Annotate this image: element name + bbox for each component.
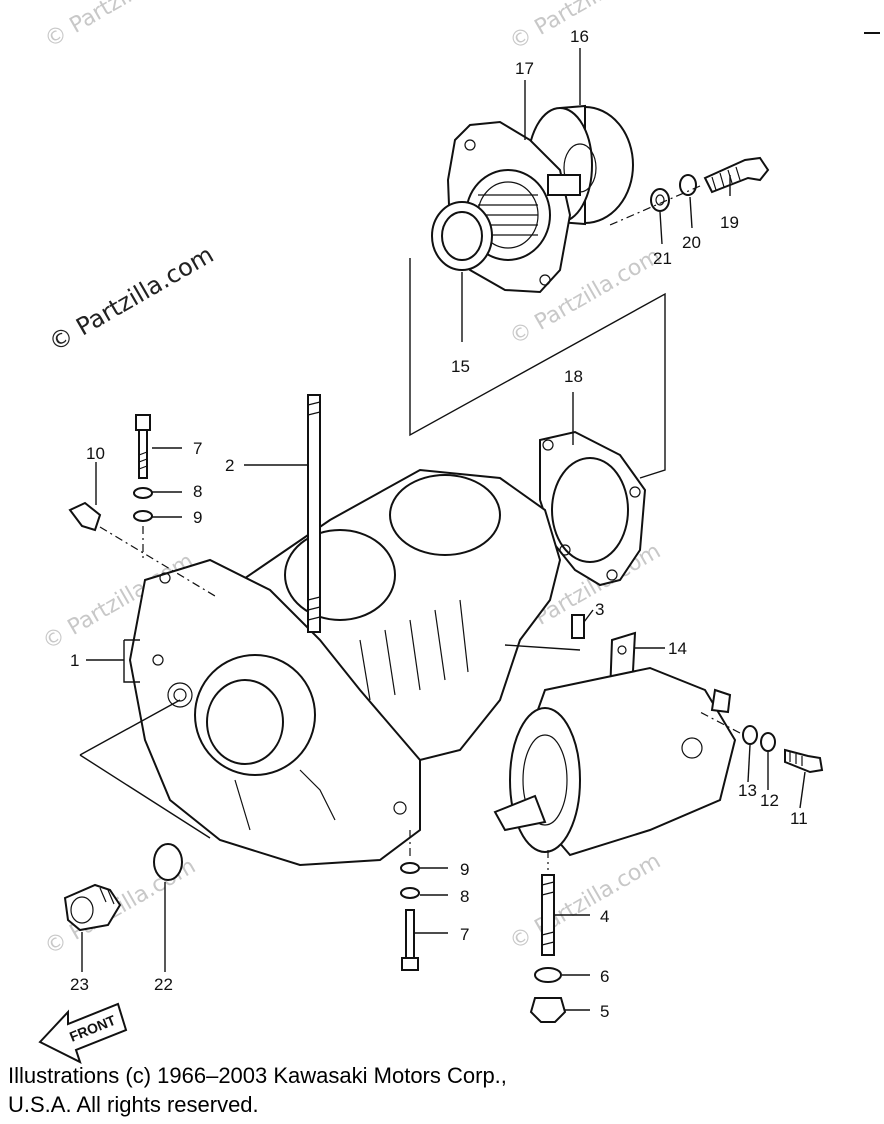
part-label-20: 20 <box>682 233 701 252</box>
part-label-8: 8 <box>460 887 469 906</box>
part-label-9: 9 <box>193 508 202 527</box>
part-label-3: 3 <box>595 600 604 619</box>
part-label-21: 21 <box>653 249 672 268</box>
part-labels: 16 17 19 20 21 15 18 2 7 8 9 10 1 3 14 1… <box>70 27 808 1021</box>
part-label-23: 23 <box>70 975 89 994</box>
part-label-19: 19 <box>720 213 739 232</box>
bracket-line <box>79 644 581 839</box>
fastener-stack-center <box>400 830 420 971</box>
part-label-4: 4 <box>600 907 609 926</box>
mounting-hardware-right <box>699 711 824 774</box>
part-label-2: 2 <box>225 456 234 475</box>
watermark: © Partzilla.com <box>506 849 666 956</box>
fastener-stack-left <box>68 414 216 597</box>
bearing-housing-assembly <box>431 104 770 294</box>
corner-dash <box>864 32 880 34</box>
part-label-18: 18 <box>564 367 583 386</box>
part-label-16: 16 <box>570 27 589 46</box>
part-label-9: 9 <box>460 860 469 879</box>
leader-lines <box>81 48 806 1011</box>
part-label-1: 1 <box>70 651 79 670</box>
part-label-7: 7 <box>460 925 469 944</box>
part-label-17: 17 <box>515 59 534 78</box>
part-label-8: 8 <box>193 482 202 501</box>
starter-motor <box>493 666 737 857</box>
bracket-line <box>409 258 666 479</box>
part-label-14: 14 <box>668 639 687 658</box>
drain-plug-and-clip <box>63 843 183 932</box>
part-label-22: 22 <box>154 975 173 994</box>
part-label-7: 7 <box>193 439 202 458</box>
part-label-12: 12 <box>760 791 779 810</box>
copyright-line-1: Illustrations (c) 1966–2003 Kawasaki Mot… <box>8 1063 507 1088</box>
copyright-line-2: U.S.A. All rights reserved. <box>8 1092 259 1117</box>
copyright-notice: Illustrations (c) 1966–2003 Kawasaki Mot… <box>8 1061 878 1119</box>
crankcase <box>128 394 637 867</box>
front-arrow: FRONT <box>38 1002 128 1064</box>
fastener-stack-starter <box>529 850 567 1023</box>
bracket-line <box>123 639 140 683</box>
part-label-15: 15 <box>451 357 470 376</box>
part-label-6: 6 <box>600 967 609 986</box>
part-label-10: 10 <box>86 444 105 463</box>
part-label-11: 11 <box>790 809 808 828</box>
part-label-13: 13 <box>738 781 757 800</box>
watermark-main: © Partzilla.com <box>44 240 218 357</box>
part-label-5: 5 <box>600 1002 609 1021</box>
watermark: © Partzilla.com <box>41 0 201 53</box>
